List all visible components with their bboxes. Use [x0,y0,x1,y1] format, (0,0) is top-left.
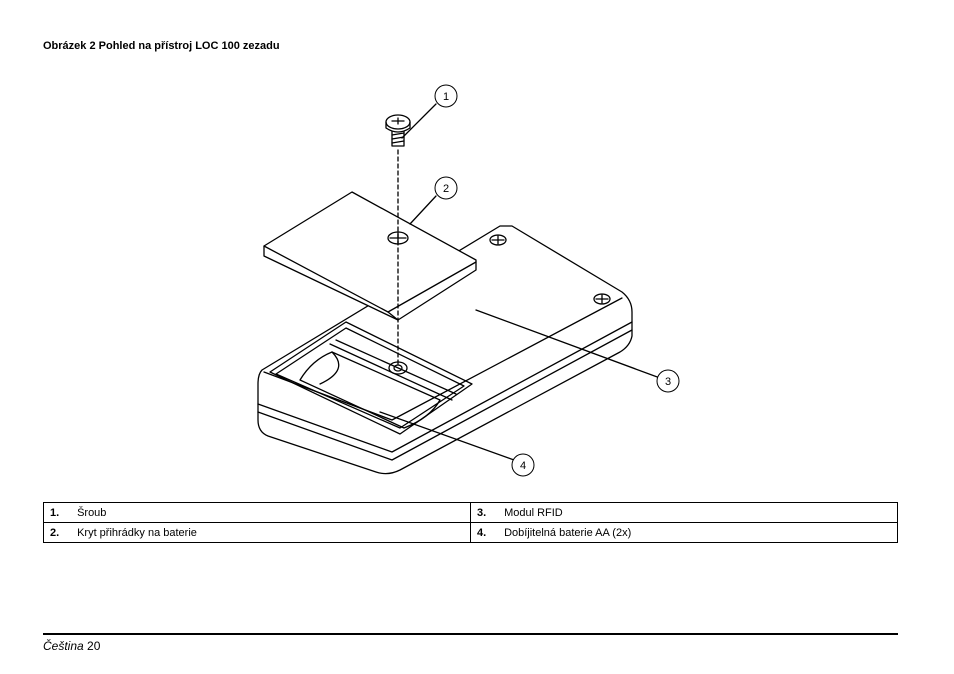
table-row: 2. Kryt přihrádky na baterie 4. Dobíjite… [43,522,898,543]
battery-compartment [269,321,473,435]
footer-divider [43,633,898,635]
callout-4: 4 [520,460,526,472]
legend-number: 4. [477,526,487,539]
screw [385,114,411,147]
device-illustration: 1 2 3 4 [257,84,680,477]
footer-language: Čeština [43,639,84,653]
figure-title: Obrázek 2 Pohled na přístroj LOC 100 zez… [43,40,280,52]
legend-number: 2. [50,526,60,539]
legend-cell: 1. Šroub [43,502,471,523]
legend-label: Kryt přihrádky na baterie [77,526,197,539]
callout-2: 2 [443,183,449,195]
legend-label: Šroub [77,506,107,519]
legend-label: Modul RFID [504,506,563,519]
callout-1: 1 [443,91,449,103]
legend-label: Dobíjitelná baterie AA (2x) [504,526,632,539]
page-number: 20 [87,639,101,653]
legend-cell: 3. Modul RFID [470,502,898,523]
legend-number: 1. [50,506,60,519]
legend-cell: 4. Dobíjitelná baterie AA (2x) [470,522,898,543]
callout-3: 3 [665,376,671,388]
page-footer: Čeština 20 [43,639,100,653]
table-row: 1. Šroub 3. Modul RFID [43,502,898,523]
battery-aa [299,351,441,429]
legend-number: 3. [477,506,487,519]
battery-cover [263,191,477,321]
screw-hole [489,234,507,246]
screw-hole [593,293,611,305]
device-body [257,225,633,475]
legend-cell: 2. Kryt přihrádky na baterie [43,522,471,543]
legend-table: 1. Šroub 3. Modul RFID 2. Kryt přihrádky… [43,502,898,543]
